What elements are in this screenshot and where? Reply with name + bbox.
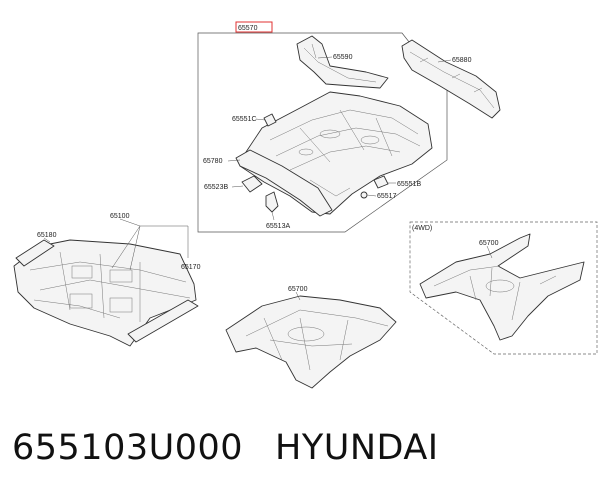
footer-caption: 655103U000 HYUNDAI: [12, 428, 471, 468]
side-member-part: [235, 149, 333, 217]
crossmember-part: [401, 39, 501, 119]
rear-floor-group: 65570 65590 65780 65551C 65523B 65513A 6…: [197, 21, 448, 233]
bracket-513a-part: [265, 191, 279, 213]
awd-frame-part: [419, 233, 585, 341]
floor-assembly-part: [13, 239, 197, 347]
center-frame-part: [225, 295, 397, 389]
awd-box: [409, 221, 598, 355]
label-sill[interactable]: 65170: [181, 264, 201, 271]
label-bracket-c[interactable]: 65551C: [232, 116, 257, 123]
parts-diagram: 65570 65590 65780 65551C 65523B 65513A 6…: [13, 21, 598, 389]
label-bracket-513a[interactable]: 65513A: [266, 223, 290, 230]
rail-523b-part: [241, 175, 263, 193]
label-bracket-b[interactable]: 65551B: [397, 181, 421, 188]
label-frame-center[interactable]: 65700: [288, 286, 308, 293]
label-floor-side[interactable]: 65180: [37, 232, 57, 239]
floor-side-part: [15, 239, 55, 267]
awd-frame-group: (4WD) 65700: [409, 221, 598, 355]
brand-name: HYUNDAI: [275, 428, 439, 468]
label-awd[interactable]: (4WD): [412, 225, 432, 232]
label-frame-4wd[interactable]: 65700: [479, 240, 499, 247]
clip-part: [360, 191, 368, 199]
bracket-c-part: [263, 113, 277, 127]
sill-part: [127, 299, 199, 343]
rear-panel-part: [296, 35, 389, 89]
part-number: 655103U000: [12, 428, 244, 468]
label-rail-523b[interactable]: 65523B: [204, 184, 228, 191]
label-side-member[interactable]: 65780: [203, 158, 223, 165]
center-frame-group: 65700: [225, 286, 397, 389]
bracket-b-part: [373, 175, 389, 189]
floor-assembly-group: 65100 65180 65170: [13, 213, 201, 347]
highlight-box[interactable]: [235, 21, 273, 33]
crossmember-group: 65880: [401, 39, 501, 119]
label-rear-panel[interactable]: 65590: [333, 54, 353, 61]
label-top-group[interactable]: 65570: [238, 25, 258, 32]
label-clip[interactable]: 65517: [377, 193, 397, 200]
label-floor-assy[interactable]: 65100: [110, 213, 130, 220]
group-frame: [197, 32, 448, 233]
label-crossmember[interactable]: 65880: [452, 57, 472, 64]
